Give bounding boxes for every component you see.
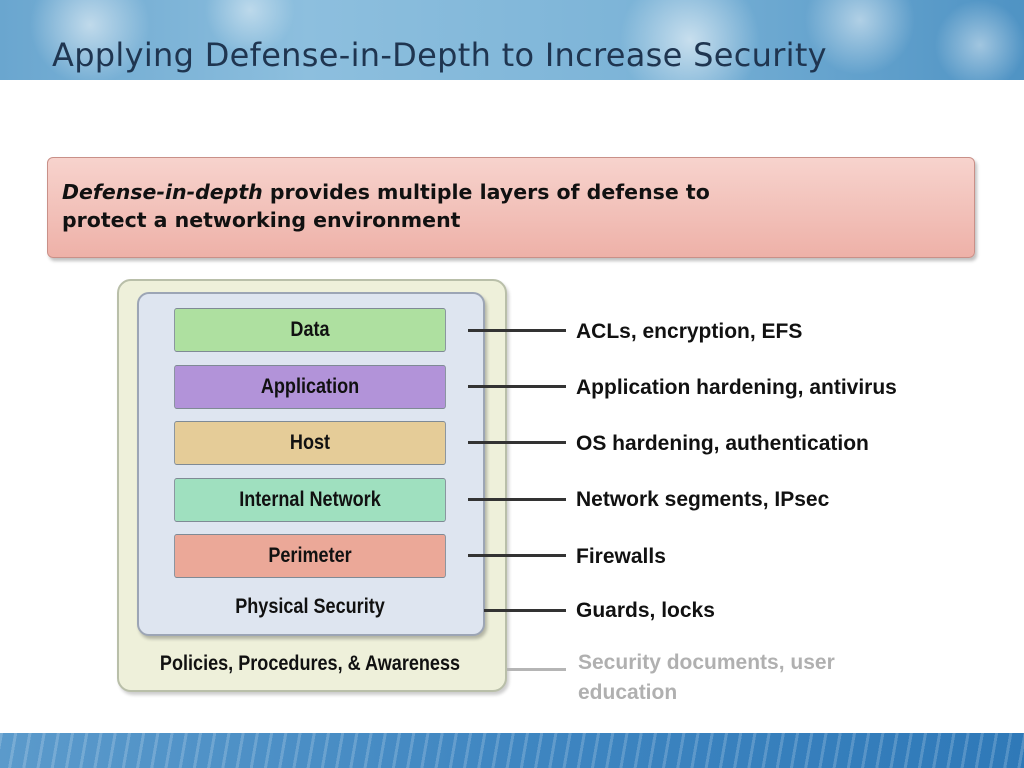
connector-host	[468, 441, 566, 444]
policies-label: Policies, Procedures, & Awareness	[159, 652, 461, 675]
connector-physical	[484, 609, 566, 612]
desc-application: Application hardening, antivirus	[576, 376, 897, 399]
connector-internal-network	[468, 498, 566, 501]
desc-perimeter: Firewalls	[576, 545, 666, 568]
layer-internal-network: Internal Network	[174, 478, 446, 522]
desc-data: ACLs, encryption, EFS	[576, 320, 803, 343]
connector-data	[468, 329, 566, 332]
desc-host: OS hardening, authentication	[576, 432, 869, 455]
callout-text-line1: provides multiple layers of defense to	[262, 180, 710, 204]
slide-title: Applying Defense-in-Depth to Increase Se…	[52, 36, 827, 74]
callout-text: Defense-in-depth provides multiple layer…	[62, 178, 952, 234]
layer-perimeter-label: Perimeter	[268, 544, 352, 567]
layer-host-label: Host	[289, 431, 331, 454]
callout-emphasis: Defense-in-depth	[62, 180, 263, 204]
layer-application: Application	[174, 365, 446, 409]
layer-perimeter: Perimeter	[174, 534, 446, 578]
layer-data: Data	[174, 308, 446, 352]
desc-physical: Guards, locks	[576, 599, 715, 622]
desc-internal-network: Network segments, IPsec	[576, 488, 830, 511]
header-band	[0, 0, 1024, 80]
physical-security-label: Physical Security	[235, 595, 385, 618]
connector-perimeter	[468, 554, 566, 557]
callout-text-line2: protect a networking environment	[62, 208, 461, 232]
desc-policies: Security documents, user education	[578, 651, 835, 704]
footer-band	[0, 733, 1024, 768]
layer-application-label: Application	[260, 375, 360, 398]
definition-callout: Defense-in-depth provides multiple layer…	[47, 157, 975, 258]
layer-data-label: Data	[290, 318, 330, 341]
layer-host: Host	[174, 421, 446, 465]
layer-internal-network-label: Internal Network	[239, 488, 381, 511]
connector-application	[468, 385, 566, 388]
connector-policies	[507, 668, 566, 671]
